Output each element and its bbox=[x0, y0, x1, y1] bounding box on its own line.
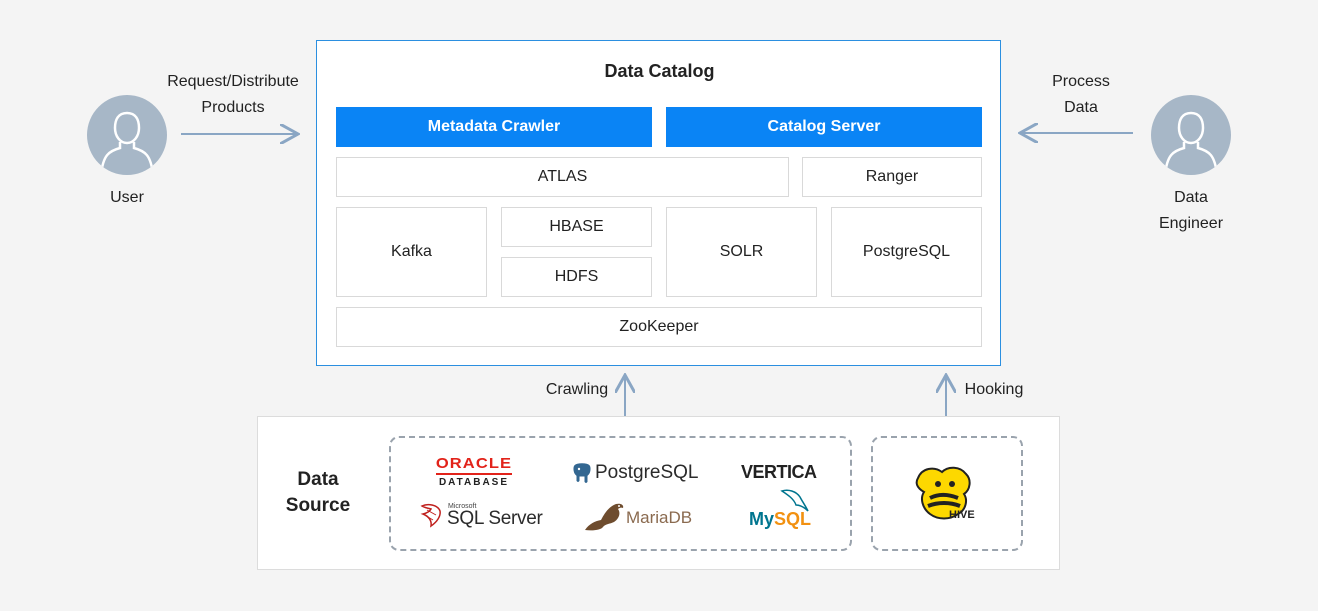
catalog-server-box: Catalog Server bbox=[666, 107, 982, 147]
sqlserver-logo-text: SQL Server bbox=[447, 508, 543, 529]
kafka-box: Kafka bbox=[336, 207, 487, 297]
engineer-arrow-label-line2: Data bbox=[1064, 99, 1098, 116]
postgresql-logo-text: PostgreSQL bbox=[595, 462, 699, 483]
hive-logo-text: HIVE bbox=[949, 509, 975, 521]
vertica-logo: VERTICA bbox=[741, 462, 817, 482]
hooking-label: Hooking bbox=[964, 381, 1024, 398]
engineer-avatar-icon bbox=[1151, 95, 1231, 175]
data-catalog-box: Data Catalog Metadata Crawler Catalog Se… bbox=[316, 40, 1001, 366]
hbase-box: HBASE bbox=[501, 207, 652, 247]
user-avatar-icon bbox=[87, 95, 167, 175]
engineer-label-line1: Data bbox=[1174, 189, 1208, 206]
sqlserver-microsoft-text: Microsoft bbox=[448, 503, 477, 510]
data-source-title: Data Source bbox=[268, 467, 368, 519]
oracle-logo: ORACLE DATABASE bbox=[430, 456, 518, 489]
postgresql-box: PostgreSQL bbox=[831, 207, 982, 297]
data-source-title-line2: Source bbox=[285, 495, 351, 516]
user-arrow-label-line1: Request/Distribute bbox=[167, 73, 299, 90]
engineer-label: Data Engineer bbox=[1141, 185, 1241, 237]
crawl-sources-group bbox=[389, 436, 852, 551]
zookeeper-box: ZooKeeper bbox=[336, 307, 982, 347]
mariadb-seal-icon bbox=[583, 500, 627, 532]
mysql-sql-text: SQL bbox=[774, 509, 812, 529]
oracle-database-text: DATABASE bbox=[438, 477, 510, 488]
hook-sources-group bbox=[871, 436, 1023, 551]
ranger-box: Ranger bbox=[802, 157, 982, 197]
atlas-box: ATLAS bbox=[336, 157, 789, 197]
engineer-arrow-label-line1: Process bbox=[1052, 73, 1110, 90]
oracle-logo-rule bbox=[436, 473, 512, 475]
user-arrow-label: Request/Distribute Products bbox=[158, 69, 308, 121]
solr-box: SOLR bbox=[666, 207, 817, 297]
mysql-my-text: My bbox=[749, 509, 775, 529]
engineer-arrow-label: Process Data bbox=[1031, 69, 1131, 121]
metadata-crawler-box: Metadata Crawler bbox=[336, 107, 652, 147]
mysql-dolphin-icon bbox=[778, 487, 810, 513]
user-arrow-label-line2: Products bbox=[201, 99, 265, 116]
mysql-logo: MySQL bbox=[749, 508, 811, 530]
engineer-label-line2: Engineer bbox=[1158, 215, 1224, 232]
crawling-label: Crawling bbox=[545, 381, 609, 398]
hive-bee-icon bbox=[912, 464, 976, 524]
oracle-logo-text: ORACLE bbox=[435, 455, 513, 472]
catalog-title: Data Catalog bbox=[604, 61, 715, 81]
postgresql-elephant-icon bbox=[570, 461, 594, 485]
hdfs-box: HDFS bbox=[501, 257, 652, 297]
sqlserver-icon bbox=[419, 502, 443, 528]
mariadb-logo-text: MariaDB bbox=[626, 508, 693, 527]
data-source-title-line1: Data bbox=[297, 469, 339, 490]
user-label: User bbox=[110, 189, 144, 206]
